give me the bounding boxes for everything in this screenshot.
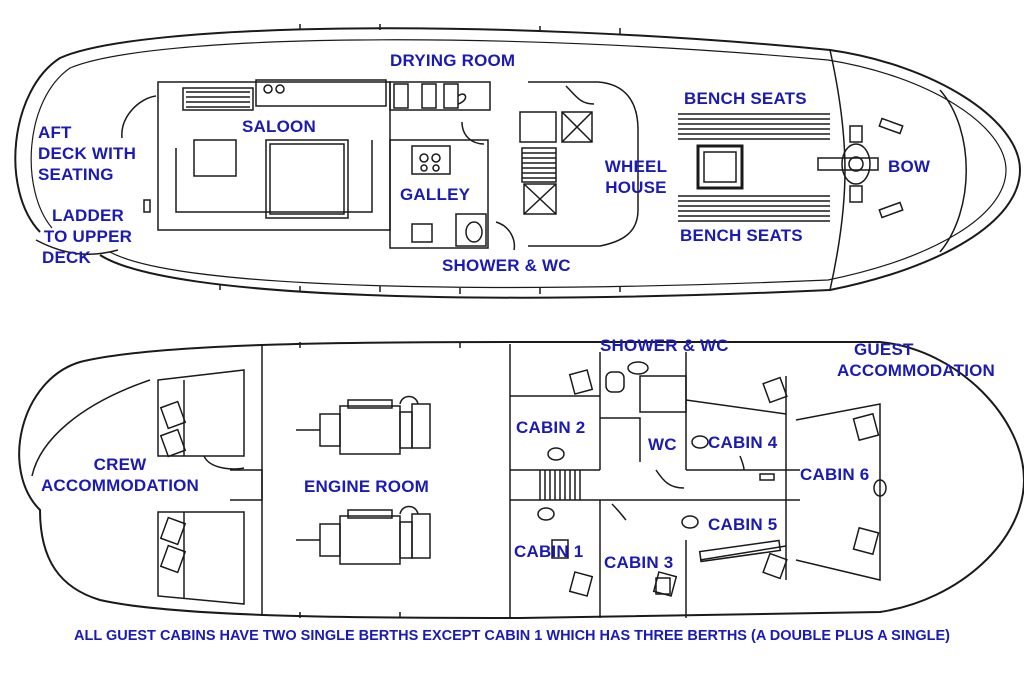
ladder-outline [35, 199, 151, 256]
cabin-5-label: CABIN 5 [708, 515, 778, 534]
upper-deck-ticks [219, 24, 621, 294]
wheel-house-outline [519, 81, 639, 247]
engine-upper-outline [296, 395, 431, 455]
crew-accommodation-label: CREW ACCOMMODATION [40, 455, 200, 495]
bench-seats-outline [678, 113, 830, 222]
cabin-2-label: CABIN 2 [516, 418, 586, 437]
bench-seats-bottom-label: BENCH SEATS [680, 226, 803, 245]
cabin-4-label: CABIN 4 [708, 433, 778, 452]
guest-accommodation-label: GUEST ACCOMMODATION [836, 340, 996, 380]
cabin-6-label: CABIN 6 [800, 465, 870, 484]
upper-shower-wc-label: SHOWER & WC [442, 256, 571, 275]
bench-seats-top-label: BENCH SEATS [684, 89, 807, 108]
lower-shower-wc-label: SHOWER & WC [600, 336, 729, 355]
wc-label: WC [648, 435, 677, 454]
guest-pillows-outline [551, 369, 880, 597]
engine-lower-outline [296, 505, 431, 565]
ladder-label: LADDER TO UPPER DECK [42, 206, 133, 267]
berths-footnote: ALL GUEST CABINS HAVE TWO SINGLE BERTHS … [74, 628, 950, 644]
galley-outline [389, 81, 516, 251]
guest-cabins-outline [510, 352, 887, 618]
saloon-label: SALOON [242, 117, 316, 136]
galley-label: GALLEY [400, 185, 471, 204]
cabin-3-label: CABIN 3 [604, 553, 674, 572]
cabin-1-label: CABIN 1 [514, 542, 584, 561]
windlass-outline [817, 117, 904, 219]
bow-label: BOW [888, 157, 931, 176]
crew-berths-outline [157, 369, 263, 605]
lower-deck-ticks [299, 342, 461, 618]
aft-deck-label: AFT DECK WITH SEATING [38, 123, 137, 184]
engine-room-label: ENGINE ROOM [304, 477, 429, 496]
wheel-house-label: WHEEL HOUSE [604, 157, 668, 197]
saloon-outline [121, 79, 391, 231]
drying-room-label: DRYING ROOM [390, 51, 516, 70]
